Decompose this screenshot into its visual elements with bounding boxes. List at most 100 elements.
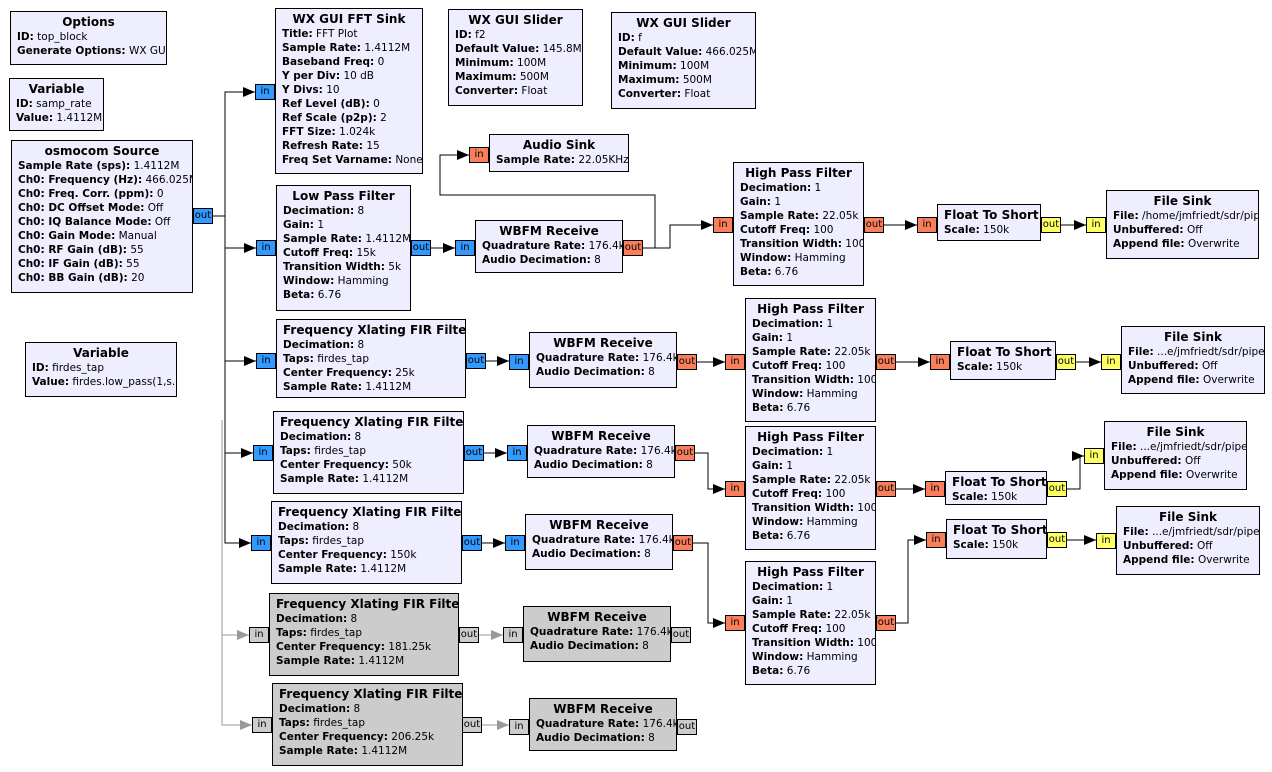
block-param: Sample Rate: 1.4112M <box>276 654 452 668</box>
input-port[interactable]: in <box>255 84 275 100</box>
input-port[interactable]: in <box>930 354 950 370</box>
output-port[interactable]: out <box>464 445 484 461</box>
output-port[interactable]: out <box>466 353 486 369</box>
input-port[interactable]: in <box>926 532 946 548</box>
output-port[interactable]: out <box>876 481 896 497</box>
output-port[interactable]: out <box>459 627 479 643</box>
input-port[interactable]: in <box>455 240 475 256</box>
param-name: ID: <box>16 98 33 110</box>
output-port[interactable]: out <box>1047 481 1067 497</box>
connection-wire[interactable] <box>1067 451 1084 490</box>
input-port[interactable]: in <box>713 217 733 233</box>
output-port[interactable]: out <box>864 217 884 233</box>
output-port[interactable]: out <box>677 354 697 370</box>
input-port[interactable]: in <box>509 719 529 735</box>
output-port[interactable]: out <box>193 208 213 224</box>
input-port[interactable]: in <box>925 481 945 497</box>
input-port[interactable]: in <box>503 627 523 643</box>
block-param: Window: Hamming <box>283 274 404 288</box>
input-port[interactable]: in <box>725 615 745 631</box>
input-port[interactable]: in <box>507 445 527 461</box>
input-port[interactable]: in <box>1084 448 1104 464</box>
input-port[interactable]: in <box>252 717 272 733</box>
output-port[interactable]: out <box>876 354 896 370</box>
output-port[interactable]: out <box>1041 217 1061 233</box>
connection-wire[interactable] <box>224 248 256 366</box>
connection-wire[interactable] <box>221 635 252 730</box>
output-port[interactable]: out <box>1047 532 1067 548</box>
input-port[interactable]: in <box>256 240 276 256</box>
output-port[interactable]: out <box>623 240 643 256</box>
output-port[interactable]: out <box>1056 354 1076 370</box>
input-port[interactable]: in <box>249 627 269 643</box>
input-port[interactable]: in <box>1096 533 1116 549</box>
input-port[interactable]: in <box>251 535 271 551</box>
block-param: Sample Rate: 1.4112M <box>278 562 455 576</box>
output-port[interactable]: out <box>876 615 896 631</box>
connection-wire[interactable] <box>224 216 256 253</box>
connection-wire[interactable] <box>695 452 725 494</box>
connection-wire[interactable] <box>213 87 255 217</box>
output-port[interactable]: out <box>411 240 431 256</box>
param-value: Overwrite <box>1187 238 1240 250</box>
output-port[interactable]: out <box>675 445 695 461</box>
connection-wire[interactable] <box>221 420 249 640</box>
input-port[interactable]: in <box>253 445 273 461</box>
input-port[interactable]: in <box>509 354 529 370</box>
input-port[interactable]: in <box>725 354 745 370</box>
connection-wire[interactable] <box>224 453 251 548</box>
input-port[interactable]: in <box>469 147 489 163</box>
block-param: Baseband Freq: 0 <box>282 55 416 69</box>
output-port[interactable]: out <box>677 719 697 735</box>
output-port[interactable]: out <box>462 717 482 733</box>
param-value: 22.05KHz <box>578 154 629 166</box>
output-port[interactable]: out <box>671 627 691 643</box>
connection-wire[interactable] <box>643 220 713 249</box>
input-port[interactable]: in <box>1101 354 1121 370</box>
input-port[interactable]: in <box>917 217 937 233</box>
input-port[interactable]: in <box>725 481 745 497</box>
connection-wire[interactable] <box>224 361 253 458</box>
block-param: Center Frequency: 181.25k <box>276 640 452 654</box>
input-port[interactable]: in <box>1086 217 1106 233</box>
output-port[interactable]: out <box>673 535 693 551</box>
input-port[interactable]: in <box>256 353 276 369</box>
connection-wire[interactable] <box>693 542 725 628</box>
input-port[interactable]: in <box>505 535 525 551</box>
output-port[interactable]: out <box>462 535 482 551</box>
connection-wire[interactable] <box>896 535 926 624</box>
